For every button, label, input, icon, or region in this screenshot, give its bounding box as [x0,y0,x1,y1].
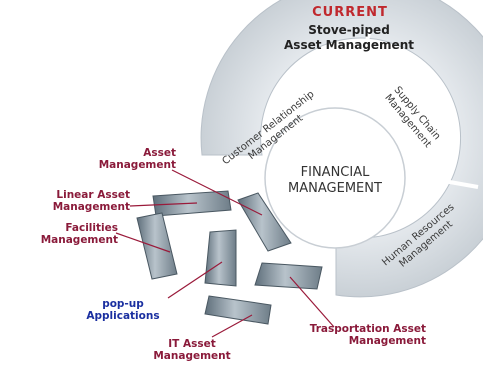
ring-divider-2 [409,173,479,189]
label-popup-line2: Applications [86,310,160,322]
label-asset-line1: Asset [143,147,176,159]
header-subtitle-line1: Stove-piped [308,23,390,37]
panel-it-asset [204,295,272,325]
label-asset-line2: Management [98,159,176,171]
ring-divider-1 [349,29,372,98]
label-facilities-line1: Facilities [65,222,118,234]
label-popup-line1: pop-up [102,298,144,310]
center-circle [264,107,406,249]
label-transportation-asset: Trasportation Asset Management [290,323,426,347]
label-popup-applications: pop-up Applications [78,298,168,322]
label-it-line2: Management [153,350,231,362]
label-linear-asset: Linear Asset Management [38,189,130,213]
label-linear-line2: Management [52,201,130,213]
panel-popup [204,229,237,287]
label-asset-management: Asset Management [96,147,176,171]
pointer-transport [289,276,335,328]
header-title: CURRENT [312,5,388,20]
header-subtitle-line2: Asset Management [284,38,414,52]
label-transport-line1: Trasportation Asset [309,323,426,335]
pointer-popup [167,261,223,299]
pointer-it [211,314,253,338]
pointer-asset [171,169,263,216]
pointer-linear [129,202,198,207]
label-it-line1: IT Asset [168,338,216,350]
label-facilities: Facilities Management [28,222,118,246]
panel-asset [237,192,292,252]
label-facilities-line2: Management [40,234,118,246]
panel-facilities [136,212,178,280]
panel-transport [254,262,323,290]
label-transport-line2: Management [348,335,426,347]
pointer-facilities [115,232,171,253]
label-it-asset: IT Asset Management [146,338,238,362]
center-line2: MANAGEMENT [288,181,382,196]
label-linear-line1: Linear Asset [56,189,130,201]
center-line1: FINANCIAL [301,165,370,180]
